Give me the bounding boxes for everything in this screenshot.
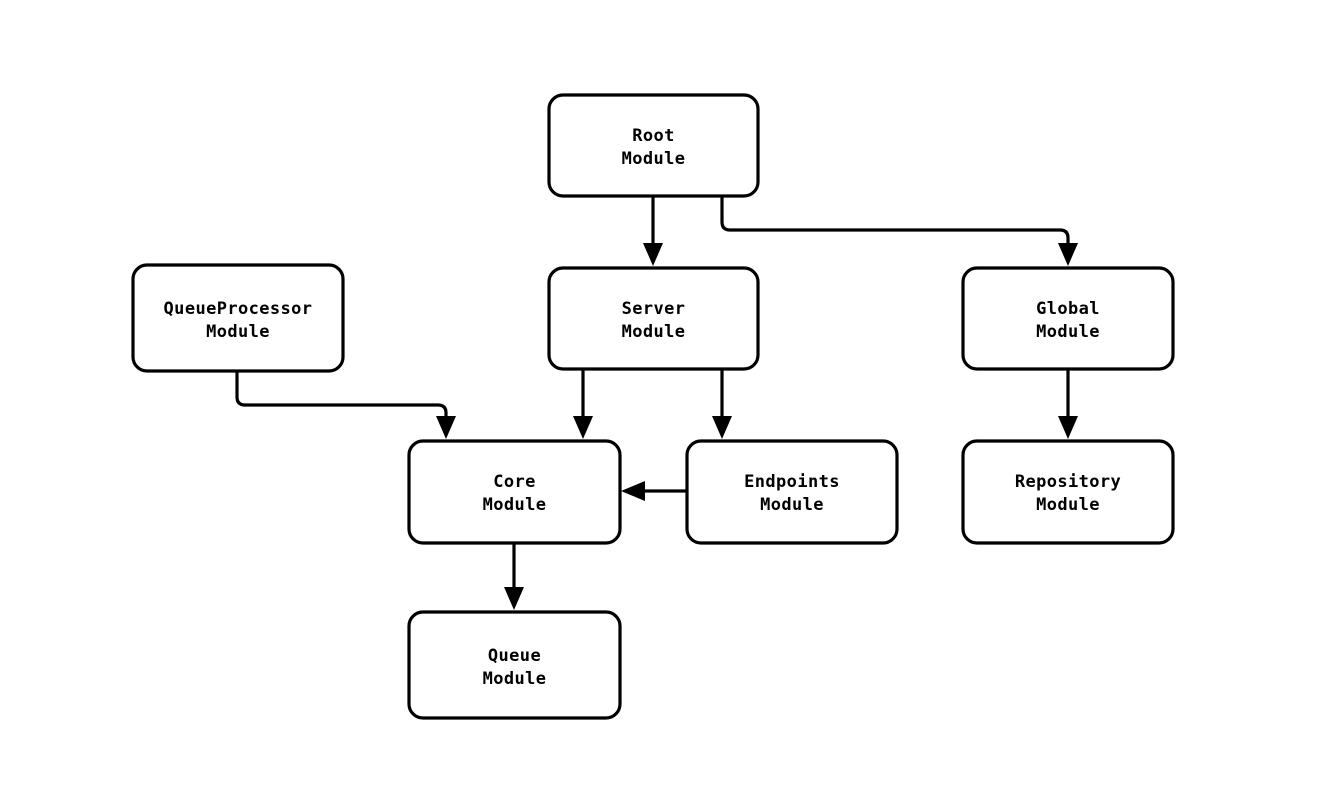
edge-global-to-repository — [1058, 369, 1078, 439]
node-queueprocessor-label-line2: Module — [206, 322, 270, 342]
node-root-label-line1: Root — [632, 126, 675, 146]
edge-core-to-queue — [504, 543, 524, 610]
node-core[interactable]: Core Module — [407, 439, 622, 545]
arrowhead-down-icon — [1058, 243, 1078, 266]
node-global-label-line1: Global — [1036, 299, 1100, 319]
node-queue[interactable]: Queue Module — [407, 610, 622, 720]
node-queueprocessor-label-line1: QueueProcessor — [164, 299, 313, 319]
edge-line — [235, 371, 448, 425]
node-server-label-line1: Server — [622, 299, 686, 319]
edge-layer — [235, 196, 1078, 610]
node-global[interactable]: Global Module — [961, 266, 1175, 371]
edge-root-to-server — [643, 196, 663, 266]
node-endpoints-label-line1: Endpoints — [744, 472, 840, 492]
node-repository-label-line2: Module — [1036, 495, 1100, 515]
node-core-box[interactable] — [407, 439, 622, 545]
edge-server-to-endpoints — [712, 369, 732, 439]
node-root[interactable]: Root Module — [547, 93, 760, 198]
node-repository-label-line1: Repository — [1015, 472, 1121, 492]
arrowhead-down-icon — [1058, 416, 1078, 439]
edge-server-to-core — [573, 369, 593, 439]
edge-root-to-global — [720, 196, 1078, 266]
arrowhead-down-icon — [436, 416, 456, 439]
node-server-label-line2: Module — [622, 322, 686, 342]
node-layer: Root Module QueueProcessor Module Server… — [131, 93, 1175, 720]
edge-queueprocessor-to-core — [235, 371, 456, 439]
node-endpoints[interactable]: Endpoints Module — [685, 439, 899, 545]
node-core-label-line2: Module — [483, 495, 547, 515]
node-repository-box[interactable] — [961, 439, 1175, 545]
arrowhead-down-icon — [573, 416, 593, 439]
node-root-label-line2: Module — [622, 149, 686, 169]
arrowhead-down-icon — [504, 587, 524, 610]
node-repository[interactable]: Repository Module — [961, 439, 1175, 545]
node-queue-label-line2: Module — [483, 669, 547, 689]
node-queue-box[interactable] — [407, 610, 622, 720]
node-core-label-line1: Core — [493, 472, 536, 492]
node-endpoints-box[interactable] — [685, 439, 899, 545]
node-endpoints-label-line2: Module — [760, 495, 824, 515]
node-server-box[interactable] — [547, 266, 760, 371]
arrowhead-down-icon — [712, 416, 732, 439]
node-queue-label-line1: Queue — [488, 646, 541, 666]
node-server[interactable]: Server Module — [547, 266, 760, 371]
edge-endpoints-to-core — [621, 481, 687, 501]
arrowhead-down-icon — [643, 243, 663, 266]
node-global-label-line2: Module — [1036, 322, 1100, 342]
node-root-box[interactable] — [547, 93, 760, 198]
node-global-box[interactable] — [961, 266, 1175, 371]
edge-line — [720, 196, 1070, 252]
node-queueprocessor[interactable]: QueueProcessor Module — [131, 263, 345, 373]
arrowhead-left-icon — [621, 481, 645, 501]
node-queueprocessor-box[interactable] — [131, 263, 345, 373]
